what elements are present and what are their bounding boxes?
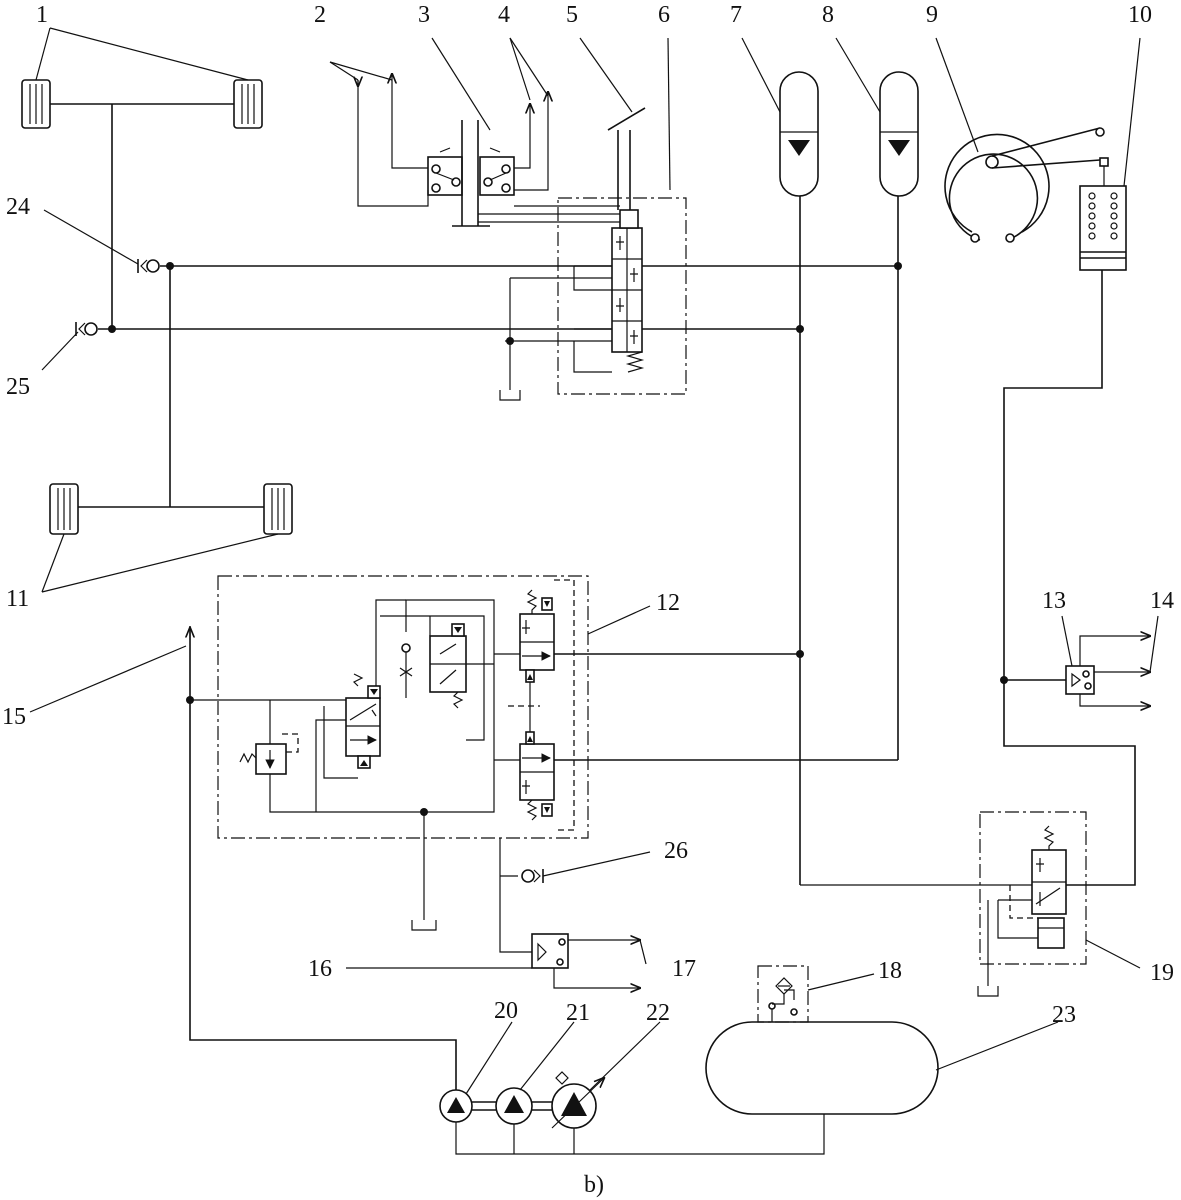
callout-6: 6 xyxy=(658,2,670,28)
parking-valve xyxy=(800,811,1087,997)
brake-lines xyxy=(75,259,902,345)
callout-7: 7 xyxy=(730,2,742,28)
pump-line xyxy=(190,626,640,1090)
callout-18: 18 xyxy=(878,958,902,984)
callout-5: 5 xyxy=(566,2,578,28)
callout-24: 24 xyxy=(6,194,30,220)
pressure-switch-13 xyxy=(1004,636,1150,706)
pumps xyxy=(439,1071,825,1155)
figure-caption: b) xyxy=(584,1172,604,1198)
callout-11: 11 xyxy=(6,586,29,612)
callout-12: 12 xyxy=(656,590,680,616)
callout-1: 1 xyxy=(36,2,48,28)
callout-4: 4 xyxy=(498,2,510,28)
callout-19: 19 xyxy=(1150,960,1174,986)
callout-20: 20 xyxy=(494,998,518,1024)
brake-valve xyxy=(499,107,687,401)
leader-lines xyxy=(29,37,1159,1095)
callout-15: 15 xyxy=(2,704,26,730)
callout-22: 22 xyxy=(646,1000,670,1026)
front-brake-pads xyxy=(21,27,263,329)
accumulators xyxy=(779,71,919,885)
callout-26: 26 xyxy=(664,838,688,864)
callout-23: 23 xyxy=(1052,1002,1076,1028)
callout-3: 3 xyxy=(418,2,430,28)
rear-brake-pads xyxy=(41,266,293,593)
callout-2: 2 xyxy=(314,2,326,28)
callout-9: 9 xyxy=(926,2,938,28)
callout-25: 25 xyxy=(6,374,30,400)
callout-21: 21 xyxy=(566,1000,590,1026)
callout-16: 16 xyxy=(308,956,332,982)
pressure-switches xyxy=(358,74,620,227)
tank xyxy=(705,965,939,1115)
callout-14: 14 xyxy=(1150,588,1174,614)
callout-10: 10 xyxy=(1128,2,1152,28)
parking-brake xyxy=(944,127,1136,886)
callout-17: 17 xyxy=(672,956,696,982)
charging-valve xyxy=(186,575,898,931)
callout-13: 13 xyxy=(1042,588,1066,614)
callout-8: 8 xyxy=(822,2,834,28)
